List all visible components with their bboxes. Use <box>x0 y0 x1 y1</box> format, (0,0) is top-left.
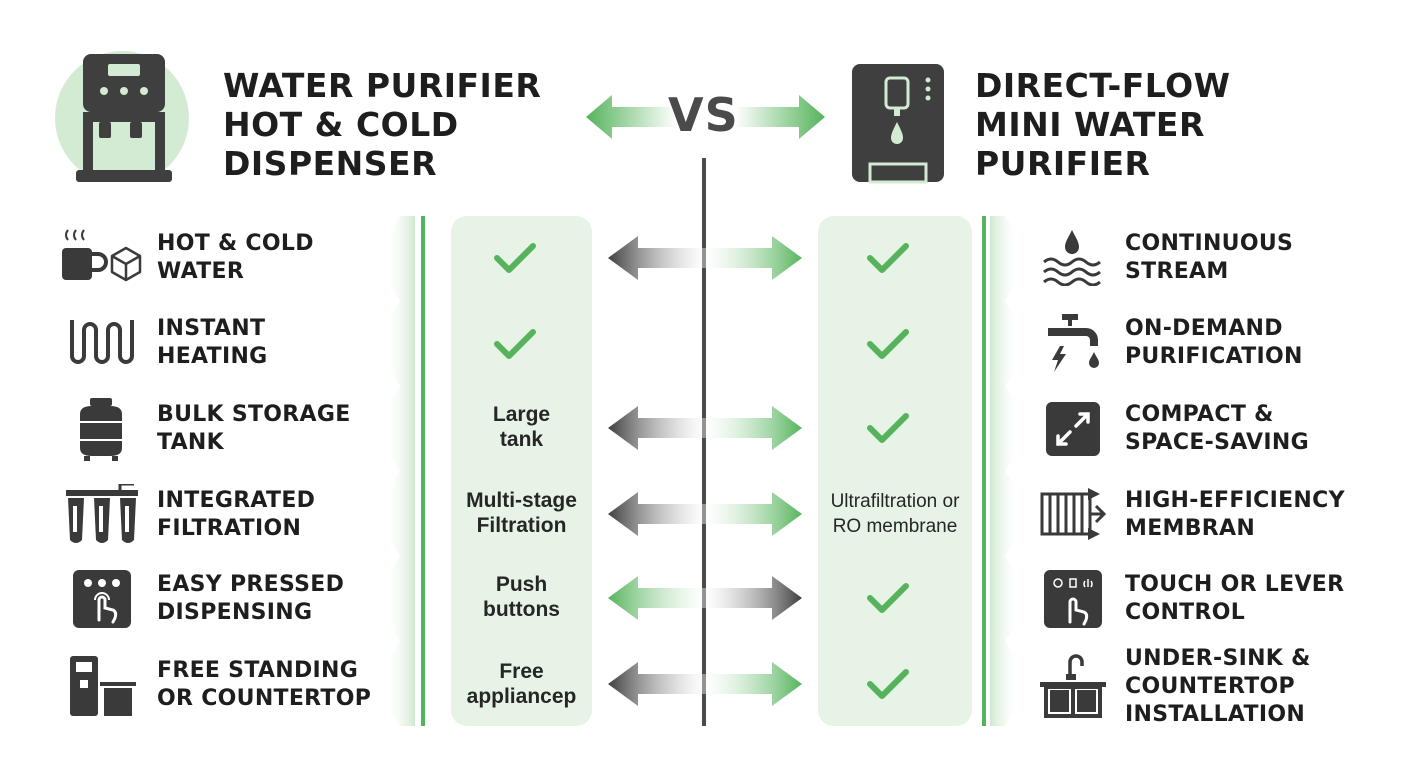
touch-panel-icon <box>1044 570 1102 628</box>
left-product-icon <box>52 50 202 190</box>
push-button-icon <box>73 570 131 628</box>
membrane-icon <box>1040 488 1106 540</box>
right-value-check <box>866 666 910 706</box>
left-divider-line <box>421 216 425 726</box>
check-icon <box>867 243 909 273</box>
mini-purifier-icon <box>852 64 944 184</box>
heating-coil-icon <box>70 320 134 364</box>
right-feature-row <box>1044 312 1104 374</box>
vs-label: VS <box>668 88 739 142</box>
right-value-check <box>866 240 910 280</box>
right-feature-label: TOUCH OR LEVER CONTROL <box>1125 572 1345 625</box>
right-feature-row <box>1040 228 1104 286</box>
right-feature-row <box>1040 654 1106 718</box>
left-value-text: Large tank <box>492 403 551 451</box>
right-value-check <box>866 580 910 620</box>
check-icon <box>867 329 909 359</box>
right-product-icon <box>852 64 944 184</box>
left-feature-row <box>73 570 131 628</box>
comparison-arrow-right <box>608 406 802 450</box>
comparison-arrow-right <box>608 492 802 536</box>
filter-cartridges-icon <box>66 484 138 543</box>
right-feature-label: COMPACT & SPACE-SAVING <box>1125 402 1309 455</box>
comparison-arrow-right <box>608 662 802 706</box>
left-feature-label: FREE STANDING OR COUNTERTOP <box>157 658 372 711</box>
left-value-text: Multi-stage Filtration <box>466 489 577 537</box>
left-feature-label: INTEGRATED FILTRATION <box>157 488 316 541</box>
right-values-panel <box>818 216 972 726</box>
left-feature-row <box>68 316 134 370</box>
right-feature-label: ON-DEMAND PURIFICATION <box>1125 316 1303 369</box>
left-feature-label: EASY PRESSED DISPENSING <box>157 572 345 625</box>
right-value-check <box>866 326 910 366</box>
freestanding-unit-icon <box>70 656 136 716</box>
left-values-panel <box>451 216 592 726</box>
right-feature-label: CONTINUOUS STREAM <box>1125 231 1294 284</box>
mug-ice-cube-icon <box>62 229 142 282</box>
left-feature-row <box>74 396 128 462</box>
right-feature-row <box>1040 488 1106 540</box>
faucet-icon <box>1048 314 1099 372</box>
center-divider-line <box>702 158 706 726</box>
left-wave-band <box>370 216 415 726</box>
right-feature-label: HIGH-EFFICIENCY MEMBRAN <box>1125 488 1345 541</box>
header-left-arrow <box>586 95 676 139</box>
left-feature-label: INSTANT HEATING <box>157 316 268 369</box>
right-feature-label: UNDER-SINK & COUNTERTOP INSTALLATION <box>1125 646 1311 727</box>
left-value-check <box>493 240 537 280</box>
right-divider-line <box>982 216 986 726</box>
left-feature-row <box>58 228 144 286</box>
left-value-text: Free appliancep <box>466 660 577 708</box>
left-product-title: WATER PURIFIER HOT & COLD DISPENSER <box>223 66 542 183</box>
left-feature-row <box>64 484 140 546</box>
right-feature-row <box>1046 402 1100 456</box>
right-feature-row <box>1044 570 1102 628</box>
dispenser-icon <box>55 51 189 186</box>
header-right-arrow <box>735 95 825 139</box>
compact-arrows-icon <box>1046 402 1100 456</box>
comparison-arrow-right <box>608 236 802 280</box>
right-value-text: Ultrafiltration or RO membrane <box>830 491 960 537</box>
right-product-title: DIRECT-FLOW MINI WATER PURIFIER <box>975 66 1231 183</box>
left-feature-label: HOT & COLD WATER <box>157 231 314 284</box>
check-icon <box>867 413 909 443</box>
check-icon <box>494 329 536 359</box>
right-wave-band <box>990 216 1035 726</box>
left-feature-label: BULK STORAGE TANK <box>157 402 351 455</box>
check-icon <box>867 583 909 613</box>
storage-tank-icon <box>80 398 122 461</box>
check-icon <box>867 669 909 699</box>
sink-icon <box>1040 654 1106 718</box>
right-value-check <box>866 410 910 450</box>
left-value-check <box>493 326 537 366</box>
check-icon <box>494 243 536 273</box>
left-value-text: Push buttons <box>483 573 560 621</box>
water-stream-icon <box>1043 230 1101 286</box>
comparison-arrow-left <box>608 576 802 620</box>
left-feature-row <box>70 654 136 718</box>
